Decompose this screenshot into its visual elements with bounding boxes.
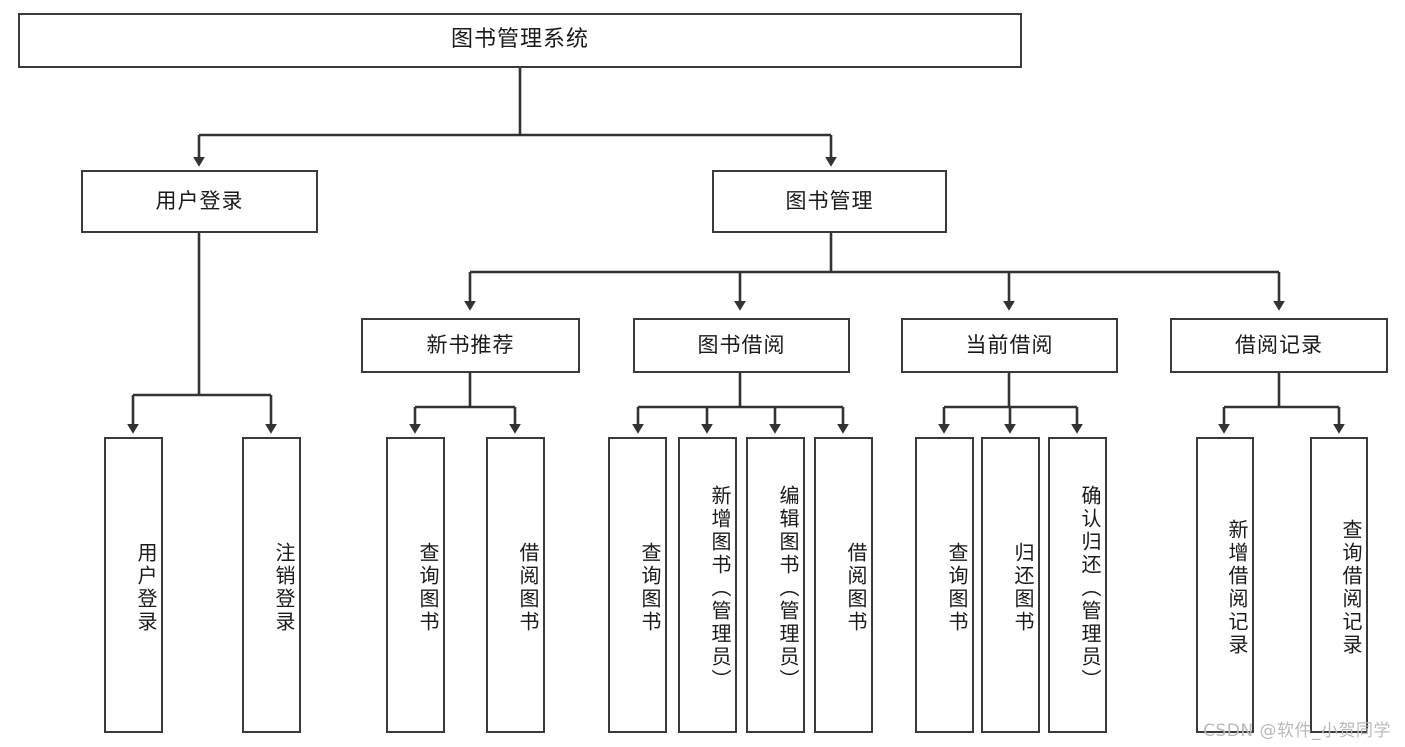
node-user-login[interactable]: 用户登录 <box>81 170 318 233</box>
node-label: 借阅图书 <box>516 542 540 634</box>
node-label: 编辑图书（管理员） <box>776 484 800 692</box>
node-new-book-recommend[interactable]: 新书推荐 <box>361 318 580 373</box>
node-label: 借阅记录 <box>1235 332 1323 357</box>
node-label: 查询图书 <box>945 542 969 634</box>
node-leaf-confirm-return-admin[interactable]: 确认归还（管理员） <box>1048 437 1107 733</box>
node-root-library-system[interactable]: 图书管理系统 <box>18 13 1022 68</box>
node-borrow-record[interactable]: 借阅记录 <box>1170 318 1388 373</box>
node-leaf-newbook-borrow-book[interactable]: 借阅图书 <box>486 437 545 733</box>
node-label: 新增图书（管理员） <box>708 484 732 692</box>
node-leaf-add-borrow-record[interactable]: 新增借阅记录 <box>1196 437 1254 733</box>
node-label: 查询图书 <box>416 542 440 634</box>
node-label: 新书推荐 <box>426 332 515 357</box>
node-book-management[interactable]: 图书管理 <box>712 170 947 233</box>
node-leaf-user-login[interactable]: 用户登录 <box>104 437 163 733</box>
node-label: 用户登录 <box>155 188 244 213</box>
node-leaf-borrow-book[interactable]: 借阅图书 <box>814 437 873 733</box>
node-book-borrow[interactable]: 图书借阅 <box>633 318 850 373</box>
node-label: 注销登录 <box>272 542 296 634</box>
node-label: 图书管理 <box>785 188 874 213</box>
node-label: 用户登录 <box>134 542 158 634</box>
node-label: 新增借阅记录 <box>1225 519 1249 657</box>
node-label: 确认归还（管理员） <box>1078 484 1102 692</box>
node-leaf-logout[interactable]: 注销登录 <box>242 437 301 733</box>
node-label: 当前借阅 <box>965 332 1054 357</box>
node-leaf-borrow-query-book[interactable]: 查询图书 <box>608 437 667 733</box>
node-label: 归还图书 <box>1011 542 1035 634</box>
node-label: 查询图书 <box>638 542 662 634</box>
node-leaf-add-book-admin[interactable]: 新增图书（管理员） <box>678 437 737 733</box>
node-current-borrow[interactable]: 当前借阅 <box>901 318 1118 373</box>
node-leaf-newbook-query-book[interactable]: 查询图书 <box>386 437 445 733</box>
node-leaf-current-query-book[interactable]: 查询图书 <box>915 437 974 733</box>
node-leaf-return-book[interactable]: 归还图书 <box>981 437 1040 733</box>
node-label: 查询借阅记录 <box>1339 519 1363 657</box>
node-leaf-query-borrow-record[interactable]: 查询借阅记录 <box>1310 437 1368 733</box>
watermark: CSDN @软件_小贺同学 <box>1203 721 1391 741</box>
node-label: 借阅图书 <box>844 542 868 634</box>
node-label: 图书管理系统 <box>450 27 589 53</box>
node-leaf-edit-book-admin[interactable]: 编辑图书（管理员） <box>746 437 805 733</box>
node-label: 图书借阅 <box>697 332 786 357</box>
